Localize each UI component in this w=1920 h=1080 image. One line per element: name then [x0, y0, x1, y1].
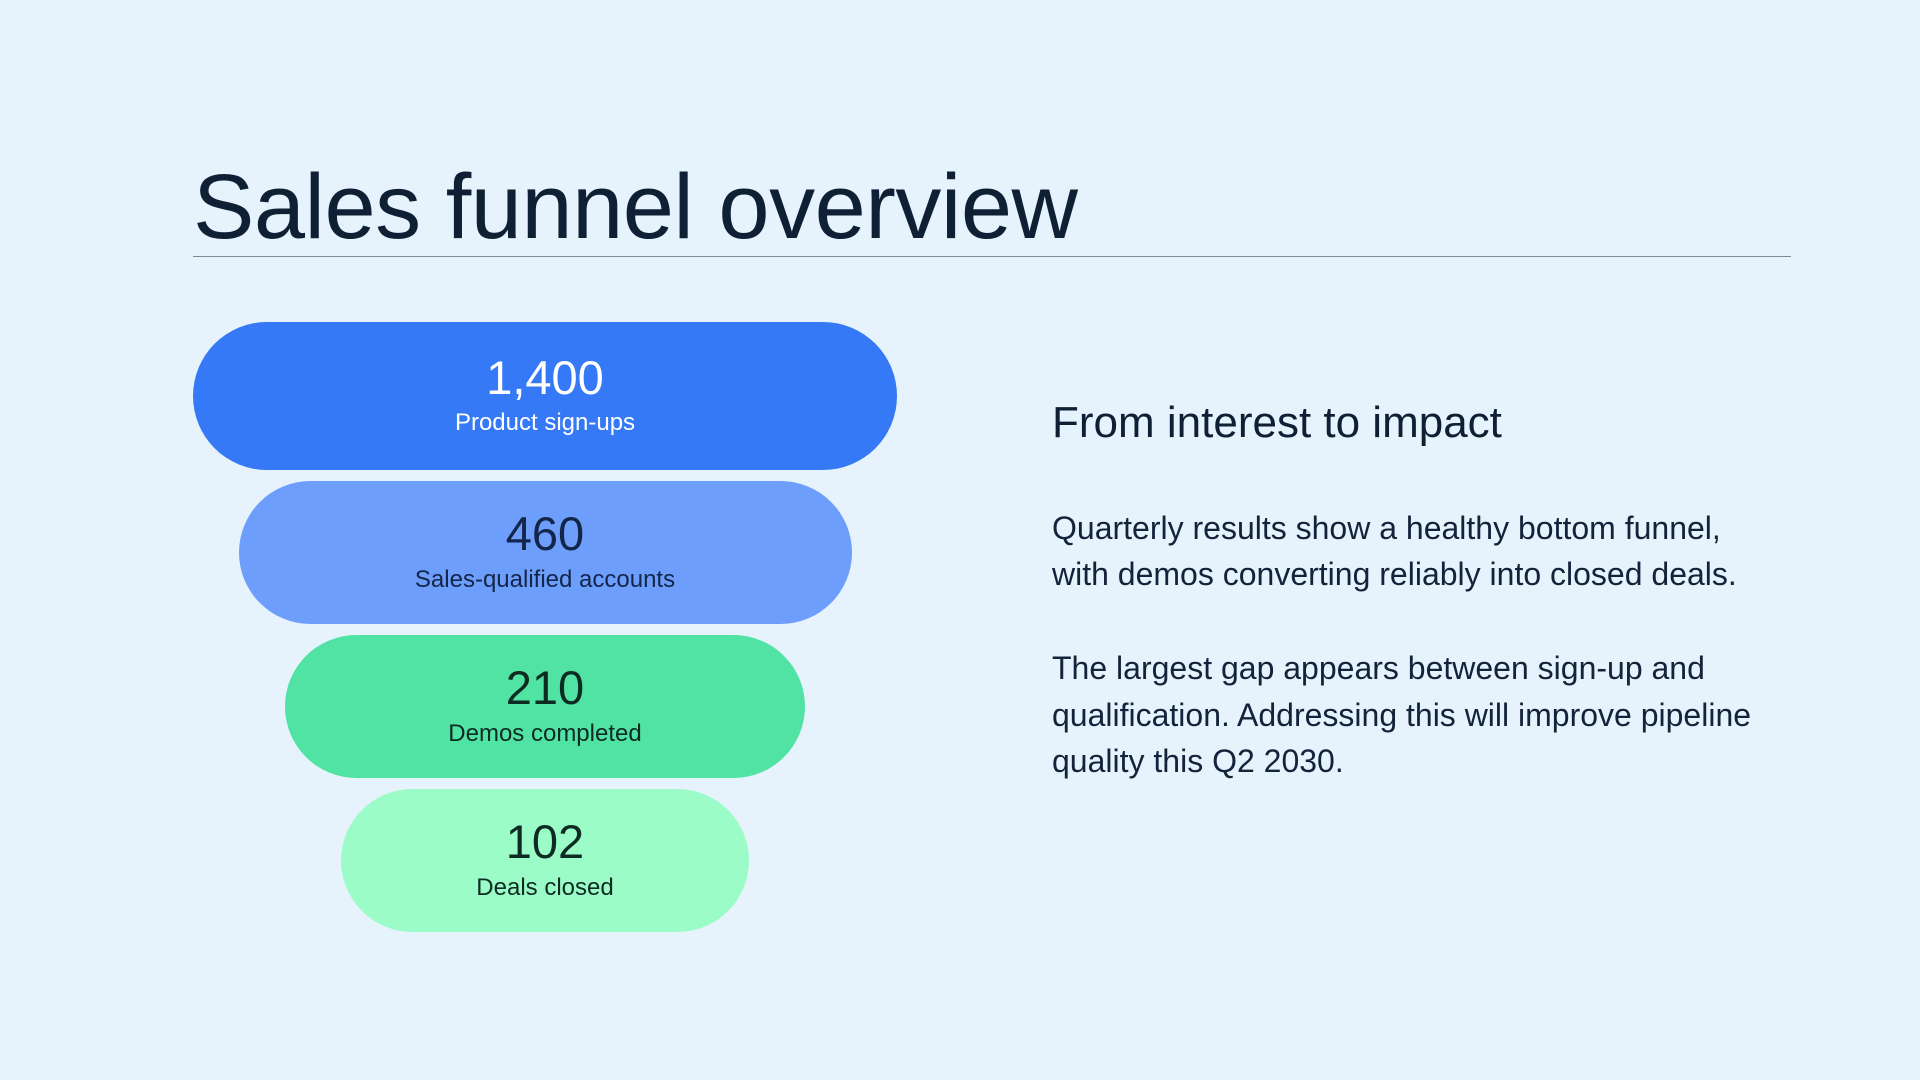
funnel-stage-value: 102 [505, 815, 585, 869]
page-title: Sales funnel overview [193, 155, 1078, 258]
notes-heading: From interest to impact [1052, 398, 1502, 447]
funnel-stage-value: 460 [505, 507, 585, 561]
funnel-chart: 1,400 Product sign-ups 460 Sales-qualifi… [193, 322, 897, 943]
funnel-stage-label: Demos completed [448, 719, 642, 747]
funnel-stage-label: Sales-qualified accounts [414, 565, 676, 593]
notes-panel: From interest to impact Quarterly result… [1052, 398, 1752, 785]
funnel-stage-deals-closed[interactable]: 102 Deals closed [341, 789, 749, 932]
funnel-stage-sales-qualified-accounts[interactable]: 460 Sales-qualified accounts [238, 481, 852, 624]
funnel-stage-value: 210 [505, 661, 585, 715]
funnel-stage-value: 1,400 [486, 350, 604, 404]
title-divider [193, 256, 1791, 257]
notes-paragraph-1: Quarterly results show a healthy bottom … [1052, 509, 1737, 592]
funnel-stage-label: Product sign-ups [454, 409, 636, 437]
funnel-stage-label: Deals closed [476, 873, 614, 901]
funnel-stage-demos-completed[interactable]: 210 Demos completed [285, 635, 805, 778]
notes-paragraph-2: The largest gap appears between sign-up … [1052, 650, 1752, 780]
funnel-stage-product-sign-ups[interactable]: 1,400 Product sign-ups [193, 322, 897, 470]
